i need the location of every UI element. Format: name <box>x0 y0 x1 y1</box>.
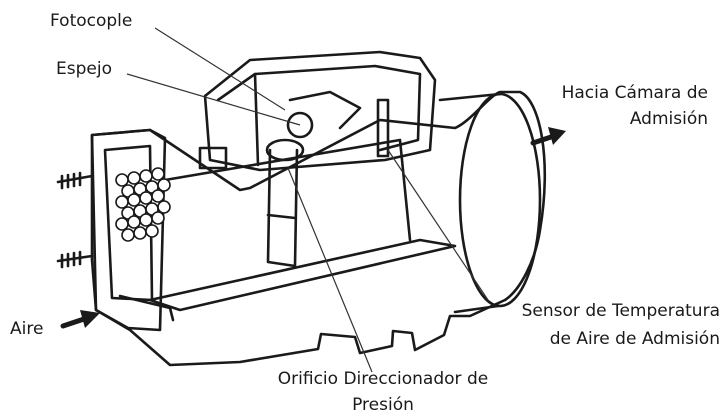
honeycomb-screen <box>115 167 171 242</box>
air-out-arrow-head <box>548 127 566 145</box>
probe-head <box>265 138 305 162</box>
label-air: Aire <box>10 319 44 339</box>
channel-wall <box>163 138 412 242</box>
label-orifice-line1: Orificio Direccionador de <box>277 369 489 389</box>
air-out-arrow-shaft <box>530 134 554 146</box>
label-to-chamber-line1: Hacia Cámara de <box>561 83 708 103</box>
sensor-casing-rim <box>216 64 422 152</box>
mechanism-arm <box>288 90 362 130</box>
label-to-chamber-line2: Admisión <box>629 109 708 129</box>
air-in-arrow-head <box>80 310 100 328</box>
channel-lip <box>118 294 175 322</box>
label-temp-sensor-line1: Sensor de Temperatura <box>521 301 720 321</box>
air-in-arrow-shaft <box>60 316 87 329</box>
inlet-frame <box>90 128 167 332</box>
temp-sensor-post <box>376 98 390 158</box>
bolt-upper-thread <box>60 171 82 190</box>
mirror-hub <box>286 111 314 139</box>
leader-temp-sensor <box>387 149 489 301</box>
leader-mirror <box>126 73 301 126</box>
label-mirror: Espejo <box>56 59 112 79</box>
left-bracket <box>198 146 228 170</box>
channel-floor <box>148 238 457 312</box>
probe-tube <box>266 148 299 268</box>
label-orifice-line2: Presión <box>352 395 414 415</box>
sensor-casing <box>203 50 437 172</box>
bolt-lower-thread <box>60 250 82 269</box>
label-photocoupler: Fotocople <box>50 11 133 31</box>
label-temp-sensor-line2: de Aire de Admisión <box>549 329 720 349</box>
leader-orifice <box>287 167 373 373</box>
sensor-casing-divider <box>253 72 260 167</box>
outlet-bottom-edge <box>453 304 500 314</box>
leader-photocoupler <box>154 27 286 111</box>
outlet-top-edge <box>438 92 502 102</box>
probe-tube-ring <box>266 213 297 220</box>
